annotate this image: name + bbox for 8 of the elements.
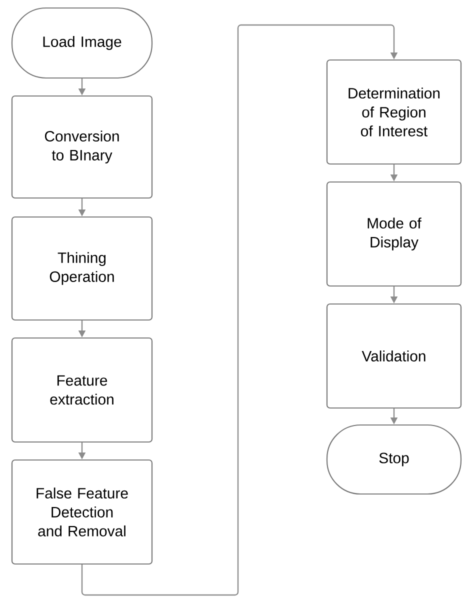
process-box: Determination of Region of Interest [326, 59, 462, 165]
process-box: Thining Operation [11, 216, 153, 321]
process-box: Feature extraction [11, 337, 153, 443]
arrow [81, 24, 398, 596]
process-box: Conversion to BInary [11, 95, 153, 199]
process-box: False Feature Detection and Removal [11, 459, 153, 565]
process-box: Mode of Display [326, 181, 462, 287]
process-box: Validation [326, 303, 462, 409]
